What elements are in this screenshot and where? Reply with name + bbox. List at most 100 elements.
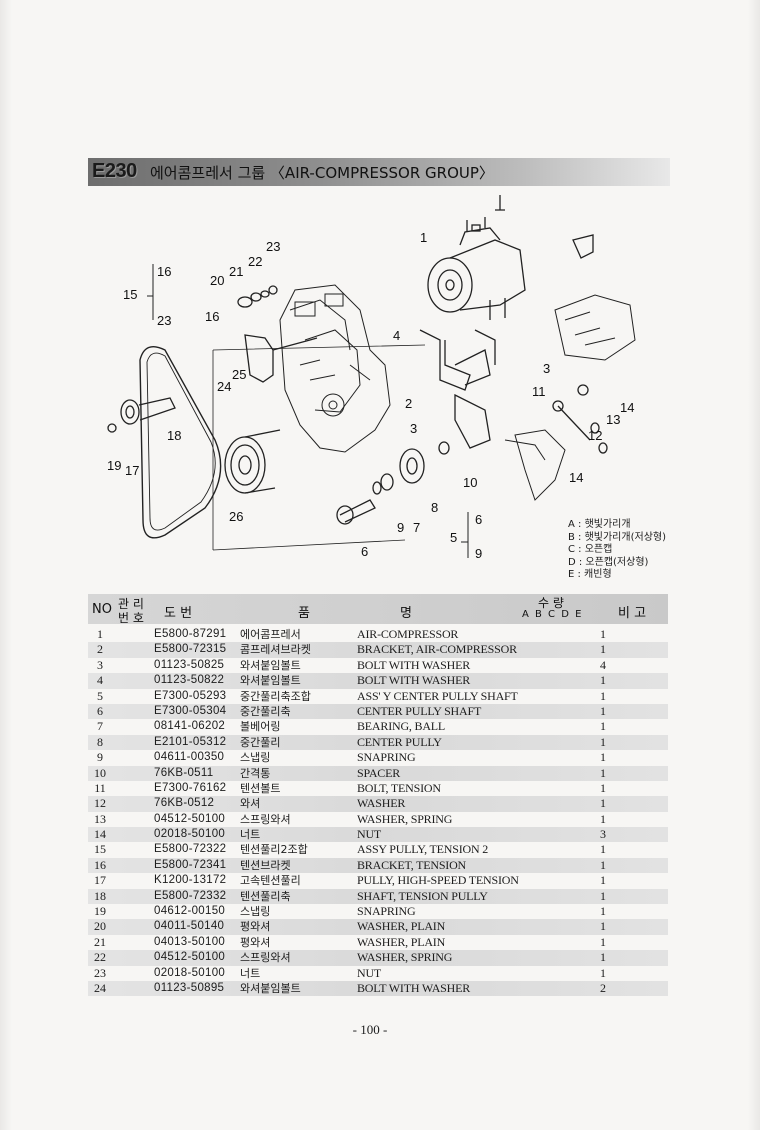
row-english-name: WASHER, PLAIN [357, 934, 446, 949]
row-part-number: 01123-50895 [154, 981, 225, 994]
row-quantity: 1 [600, 703, 606, 718]
row-part-number: 08141-06202 [154, 720, 226, 733]
row-no: 4 [97, 673, 103, 688]
row-no: 24 [94, 980, 106, 995]
row-part-number: 02018-50100 [154, 828, 226, 841]
row-no: 17 [94, 873, 106, 888]
row-korean-name: 평와셔 [240, 920, 271, 934]
row-no: 3 [97, 657, 103, 672]
row-english-name: SHAFT, TENSION PULLY [357, 888, 488, 903]
row-part-number: K1200-13172 [154, 874, 227, 887]
row-quantity: 1 [600, 627, 606, 641]
row-english-name: WASHER, SPRING [357, 950, 453, 965]
row-quantity: 1 [600, 642, 606, 657]
header-remarks: 비 고 [618, 606, 647, 621]
row-english-name: BRACKET, AIR-COMPRESSOR [357, 642, 517, 657]
row-part-number: 02018-50100 [154, 966, 226, 979]
row-no: 2 [97, 642, 103, 657]
row-korean-name: 너트 [240, 966, 261, 980]
callout-18: 18 [167, 428, 181, 443]
row-quantity: 1 [600, 857, 606, 872]
row-quantity: 1 [600, 811, 606, 826]
legend-item-d: D : 오픈캡(저상형) [568, 556, 649, 568]
row-no: 18 [94, 888, 106, 903]
row-no: 19 [94, 904, 106, 919]
callout-16a: 16 [157, 264, 171, 279]
row-korean-name: 중간풀리축 [240, 704, 291, 718]
row-no: 23 [94, 965, 106, 980]
row-part-number: E7300-05304 [154, 704, 227, 717]
row-no: 13 [94, 811, 106, 826]
callout-6b: 6 [475, 512, 482, 527]
callout-14b: 14 [569, 470, 583, 485]
header-mgmt-top: 관 리 [118, 597, 144, 611]
row-no: 22 [94, 950, 106, 965]
callout-6a: 6 [361, 544, 368, 559]
row-english-name: NUT [357, 827, 382, 842]
exploded-parts-diagram: 1 2 3 3 4 5 6 6 7 8 9 9 10 11 12 13 14 1… [107, 195, 636, 561]
header-name-b: 명 [400, 606, 412, 621]
washer-stack-drawing [237, 285, 278, 308]
row-no: 15 [94, 842, 106, 857]
row-korean-name: 볼베어링 [240, 720, 281, 734]
row-english-name: BRACKET, TENSION [357, 857, 467, 872]
callout-21: 21 [229, 264, 243, 279]
row-korean-name: 와셔붙임볼트 [240, 674, 301, 688]
row-quantity: 1 [600, 765, 606, 780]
row-korean-name: 스냅링 [240, 905, 271, 919]
callout-8: 8 [431, 500, 438, 515]
header-drawing: 도 번 [164, 606, 193, 621]
row-quantity: 1 [600, 888, 606, 903]
row-quantity: 2 [600, 980, 606, 995]
callout-15: 15 [123, 287, 137, 302]
compressor-drawing [427, 195, 526, 320]
callout-17: 17 [125, 463, 139, 478]
row-no: 8 [97, 734, 103, 749]
row-quantity: 4 [600, 657, 606, 672]
row-english-name: BEARING, BALL [357, 719, 446, 734]
callout-25: 25 [232, 367, 246, 382]
row-quantity: 1 [600, 719, 606, 734]
row-part-number: 04512-50100 [154, 951, 226, 964]
callout-12: 12 [588, 428, 602, 443]
callout-16b: 16 [205, 309, 219, 324]
row-no: 6 [97, 703, 103, 718]
tension-pulley-drawing [120, 399, 140, 425]
callout-23b: 23 [157, 313, 171, 328]
row-english-name: AIR-COMPRESSOR [357, 627, 459, 641]
parts-table-header: NO 관 리 번 호 도 번 품 명 수 량 A B C D E 비 고 [88, 594, 668, 625]
callout-22: 22 [248, 254, 262, 269]
row-quantity: 1 [600, 750, 606, 765]
callout-11: 11 [532, 384, 546, 399]
row-quantity: 1 [600, 904, 606, 919]
row-part-number: 04512-50100 [154, 812, 226, 825]
callout-10: 10 [463, 475, 477, 490]
row-no: 14 [94, 827, 106, 842]
row-quantity: 1 [600, 796, 606, 811]
engine-block-drawing [279, 284, 391, 453]
group-code: E230 [92, 160, 137, 182]
group-title: 에어콤프레서 그룹 〈AIR-COMPRESSOR GROUP〉 [150, 164, 494, 182]
row-korean-name: 와셔붙임볼트 [240, 981, 301, 995]
row-korean-name: 스프링와셔 [240, 951, 291, 965]
callout-19: 19 [107, 458, 121, 473]
row-part-number: 04013-50100 [154, 935, 226, 948]
row-quantity: 1 [600, 673, 606, 688]
belt-drawing [139, 346, 222, 539]
row-english-name: WASHER, PLAIN [357, 919, 446, 934]
